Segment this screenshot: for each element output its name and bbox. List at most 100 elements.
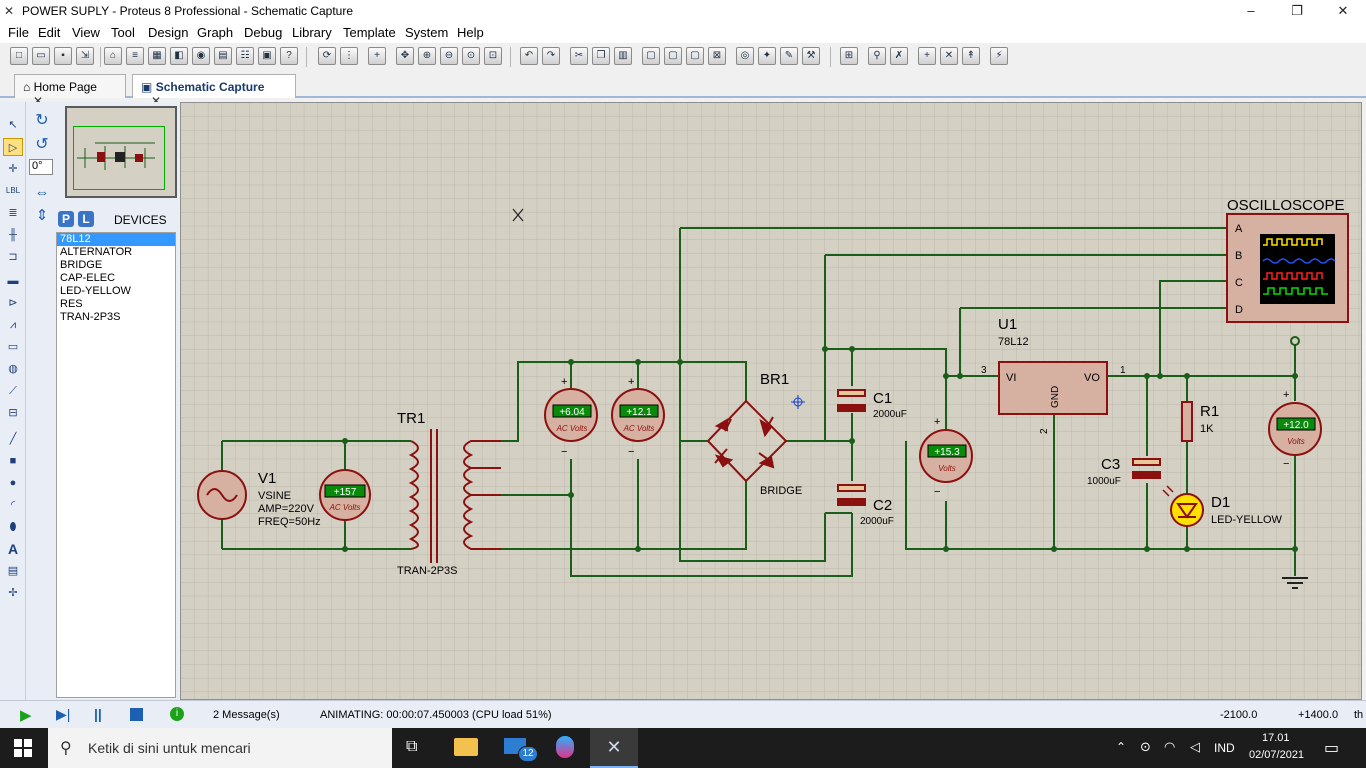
- device-pins-icon[interactable]: ⊳: [8, 297, 18, 309]
- menu-edit[interactable]: Edit: [38, 25, 61, 40]
- virtual-instruments-icon[interactable]: ⊟: [8, 407, 18, 419]
- 3d-icon[interactable]: ◧: [170, 47, 188, 65]
- menu-graph[interactable]: Graph: [197, 25, 234, 40]
- mirror-vertical-icon[interactable]: ⇕: [35, 207, 49, 224]
- junction-dot-icon[interactable]: ✛: [8, 163, 18, 175]
- notification-icon[interactable]: ▭: [1324, 740, 1340, 757]
- decompose-icon[interactable]: ⚒: [802, 47, 820, 65]
- new-file-icon[interactable]: □: [10, 47, 28, 65]
- taskbar-search[interactable]: ⚲ Ketik di sini untuk mencari: [48, 728, 392, 768]
- meter-ac-3[interactable]: [611, 388, 665, 442]
- box-tool-icon[interactable]: ■: [9, 455, 17, 467]
- property-tool-icon[interactable]: ✗: [890, 47, 908, 65]
- circle-tool-icon[interactable]: ●: [9, 477, 17, 489]
- menu-tool[interactable]: Tool: [111, 25, 135, 40]
- zoom-all-icon[interactable]: ⊙: [462, 47, 480, 65]
- d1-led[interactable]: [1162, 485, 1204, 527]
- text-tool-icon[interactable]: A: [7, 541, 19, 557]
- step-icon[interactable]: ▶|: [56, 706, 71, 722]
- source-code-icon[interactable]: ☷: [236, 47, 254, 65]
- block-copy-icon[interactable]: ▢: [642, 47, 660, 65]
- block-rotate-icon[interactable]: ▢: [686, 47, 704, 65]
- component-mode-icon[interactable]: ▷: [3, 138, 23, 156]
- terminals-icon[interactable]: ▬: [7, 275, 19, 287]
- rotate-anticlockwise-icon[interactable]: ↺: [35, 136, 49, 153]
- arc-tool-icon[interactable]: ◜: [10, 499, 16, 511]
- list-item[interactable]: LED-YELLOW: [60, 285, 131, 297]
- play-icon[interactable]: ▶: [20, 707, 32, 724]
- help-icon[interactable]: ?: [280, 47, 298, 65]
- import-icon[interactable]: ⇲: [76, 47, 94, 65]
- list-item[interactable]: RES: [60, 298, 83, 310]
- zoom-in-icon[interactable]: ⊕: [418, 47, 436, 65]
- block-move-icon[interactable]: ▢: [664, 47, 682, 65]
- menu-template[interactable]: Template: [343, 25, 396, 40]
- meter-ac-1[interactable]: [319, 469, 371, 521]
- pan-icon[interactable]: ✥: [396, 47, 414, 65]
- oscilloscope[interactable]: [1226, 213, 1349, 323]
- gerber-icon[interactable]: ◉: [192, 47, 210, 65]
- bom-icon[interactable]: ▤: [214, 47, 232, 65]
- chevron-up-icon[interactable]: ⌃: [1116, 740, 1127, 754]
- minimize-button[interactable]: –: [1247, 3, 1255, 18]
- generator-icon[interactable]: ◍: [8, 363, 18, 375]
- redo-icon[interactable]: ↷: [542, 47, 560, 65]
- vsm-icon[interactable]: ▣: [258, 47, 276, 65]
- meter-dc-1[interactable]: [919, 429, 973, 483]
- remove-sheet-icon[interactable]: ✕: [940, 47, 958, 65]
- tab-home-page[interactable]: ⌂ Home Page ✕: [14, 74, 126, 108]
- undo-icon[interactable]: ↶: [520, 47, 538, 65]
- tape-recorder-icon[interactable]: ▭: [7, 341, 19, 353]
- v1-source[interactable]: [197, 470, 247, 520]
- close-tab-icon[interactable]: ✕: [151, 94, 162, 108]
- close-tab-icon[interactable]: ✕: [33, 94, 44, 108]
- meter-ac-2[interactable]: [544, 388, 598, 442]
- menu-library[interactable]: Library: [292, 25, 332, 40]
- menu-debug[interactable]: Debug: [244, 25, 283, 40]
- symbol-tool-icon[interactable]: ▤: [7, 565, 19, 577]
- paste-icon[interactable]: ▥: [614, 47, 632, 65]
- messages-count[interactable]: 2 Message(s): [213, 709, 280, 721]
- r1-resistor[interactable]: [1181, 401, 1193, 442]
- schematic-canvas[interactable]: V1 VSINE AMP=220V FREQ=50Hz TR1 TRAN-2P3…: [180, 102, 1362, 700]
- file-explorer-icon[interactable]: [454, 738, 478, 756]
- pcb-icon[interactable]: ▦: [148, 47, 166, 65]
- menu-view[interactable]: View: [72, 25, 100, 40]
- mirror-horizontal-icon[interactable]: ⇔: [34, 184, 50, 201]
- device-list[interactable]: 78L12 ALTERNATOR BRIDGE CAP-ELEC LED-YEL…: [56, 232, 176, 698]
- library-manager-button[interactable]: L: [78, 211, 94, 227]
- marker-tool-icon[interactable]: ✢: [8, 587, 18, 599]
- search-tag-icon[interactable]: ⚲: [868, 47, 886, 65]
- wire-autorouter-icon[interactable]: ⊞: [840, 47, 858, 65]
- block-delete-icon[interactable]: ⊠: [708, 47, 726, 65]
- pause-icon[interactable]: ||: [94, 706, 102, 722]
- list-item[interactable]: 78L12: [57, 233, 175, 246]
- task-view-icon[interactable]: ⧉: [406, 738, 418, 755]
- refresh-icon[interactable]: ⟳: [318, 47, 336, 65]
- schematic-icon[interactable]: ≡: [126, 47, 144, 65]
- tr1-transformer[interactable]: [408, 429, 501, 563]
- electrical-rule-check-icon[interactable]: ⚡: [990, 47, 1008, 65]
- overview-window[interactable]: [65, 106, 177, 198]
- buses-icon[interactable]: ╫: [9, 229, 17, 241]
- packaging-tool-icon[interactable]: ✎: [780, 47, 798, 65]
- pick-device-icon[interactable]: ◎: [736, 47, 754, 65]
- zoom-area-icon[interactable]: ⊡: [484, 47, 502, 65]
- selection-mode-icon[interactable]: ↖: [8, 119, 18, 131]
- c2-capacitor[interactable]: [837, 484, 866, 506]
- list-item[interactable]: BRIDGE: [60, 259, 103, 271]
- new-sheet-icon[interactable]: +: [918, 47, 936, 65]
- text-script-icon[interactable]: ≣: [8, 207, 18, 219]
- meter-dc-2[interactable]: [1268, 402, 1322, 456]
- rotate-clockwise-icon[interactable]: ↻: [35, 112, 49, 129]
- voltage-probe-icon[interactable]: ⟋: [9, 385, 17, 397]
- menu-help[interactable]: Help: [457, 25, 484, 40]
- rotation-field[interactable]: 0°: [29, 159, 53, 175]
- save-icon[interactable]: ▪: [54, 47, 72, 65]
- menu-file[interactable]: File: [8, 25, 29, 40]
- grid-icon[interactable]: ⋮: [340, 47, 358, 65]
- make-device-icon[interactable]: ✦: [758, 47, 776, 65]
- home-page-icon[interactable]: ⌂: [104, 47, 122, 65]
- menu-design[interactable]: Design: [148, 25, 189, 40]
- browser-icon[interactable]: [556, 736, 574, 758]
